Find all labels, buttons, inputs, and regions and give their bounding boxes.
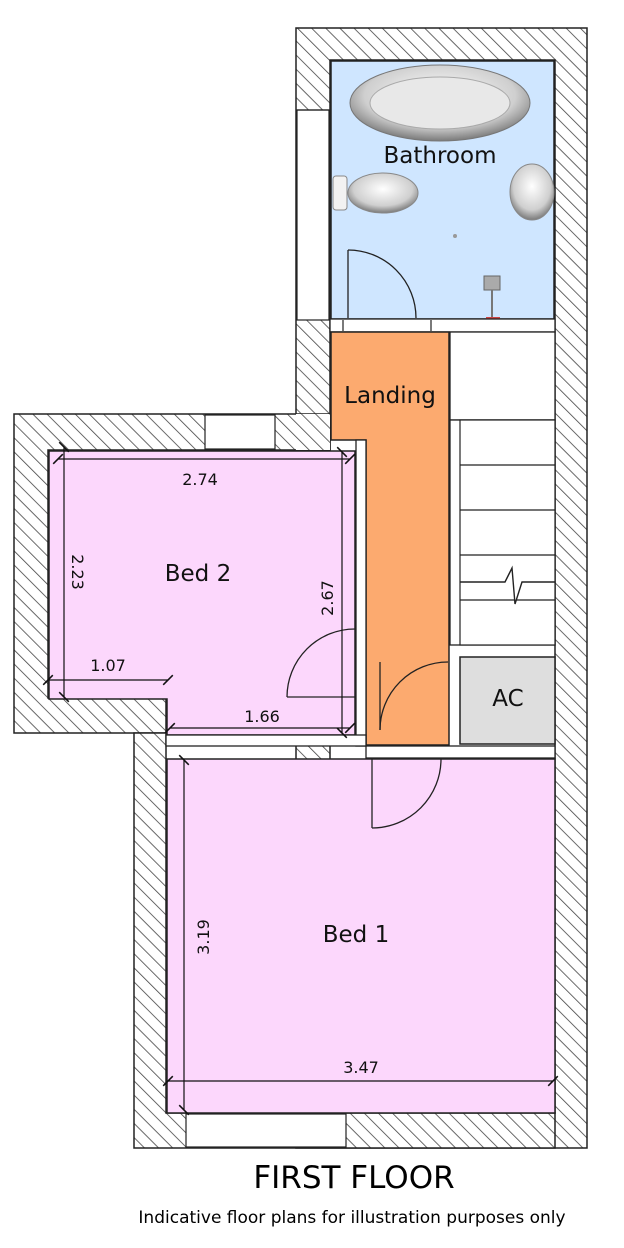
basin-icon [509,163,555,221]
bed1-window [185,1113,347,1148]
dim-bed2-height: 2.23 [68,554,87,590]
shower-icon [483,275,501,291]
dim-bed2-right: 2.67 [318,580,337,616]
bed2-partition [355,439,367,747]
ac-cupboard [459,656,556,745]
bed1-door [371,758,442,829]
landing-door [379,661,449,731]
dim-bed2-bottom: 1.66 [244,707,280,726]
ac-label: AC [492,686,523,712]
staircase [449,419,556,646]
floor-title: FIRST FLOOR [253,1160,454,1196]
dim-bed2-lower: 1.07 [90,656,126,675]
windows [185,109,347,1148]
disclaimer-caption: Indicative floor plans for illustration … [138,1208,565,1228]
stair-void [449,331,556,421]
bed2-window [204,414,276,450]
dimension-lines [42,441,559,1116]
bathroom-window [296,109,330,321]
toilet-icon [332,175,348,211]
dim-bed2-width: 2.74 [182,470,218,489]
bed2-room [48,450,356,736]
bed1-room [166,758,556,1114]
dim-bed1-width: 3.47 [343,1058,379,1077]
bed2-label: Bed 2 [165,561,231,587]
bathroom-label: Bathroom [384,143,497,169]
landing-bed1-partition [365,745,556,759]
landing-label: Landing [344,383,436,409]
bed1-label: Bed 1 [323,922,389,948]
bathroom-door [347,249,417,319]
bed2-bottom-wall [165,734,367,747]
stair-break-icon [460,565,555,605]
dim-bed1-height: 3.19 [194,919,213,955]
